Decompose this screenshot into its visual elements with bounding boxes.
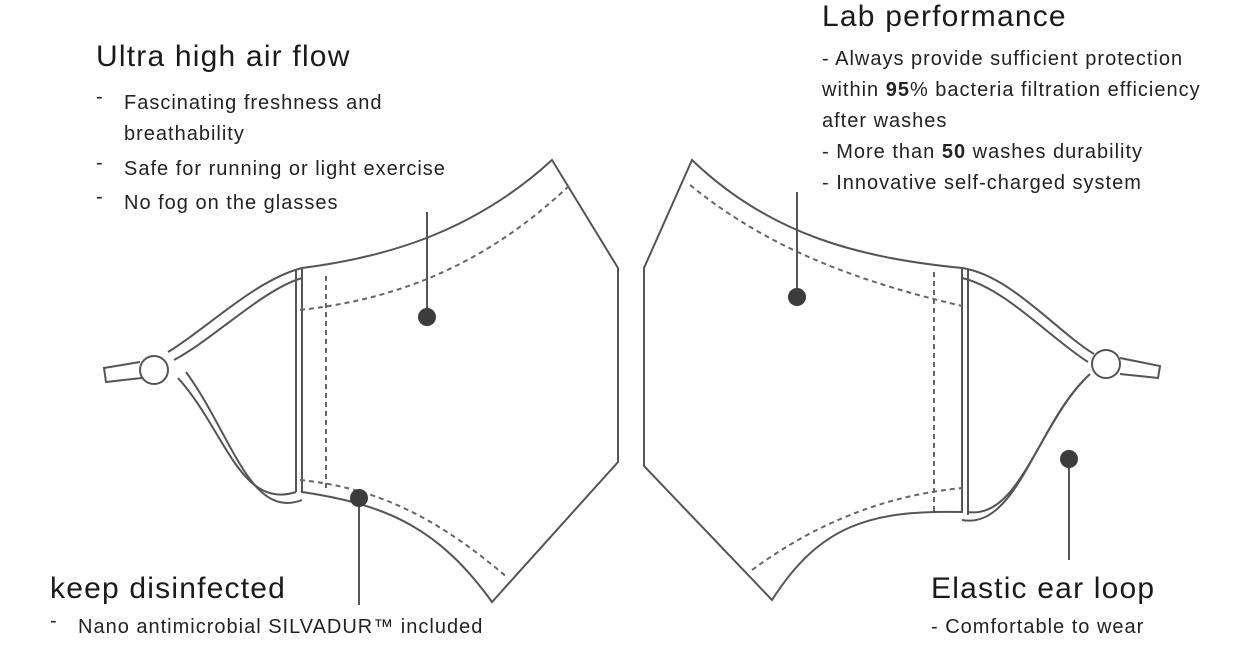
right-strap-end	[1119, 357, 1162, 380]
annotation-item: - Innovative self-charged system	[822, 172, 1142, 194]
left-ear-loop-lower-inner	[185, 371, 303, 504]
annotation-item: -Safe for running or light exercise	[96, 152, 446, 180]
callout-dot-disinfected	[350, 489, 368, 507]
annotation-title: Lab performance	[822, 0, 1067, 33]
annotation-ear-loop: Elastic ear loop - Comfortable to wear	[931, 572, 1251, 643]
annotation-item: -Nano antimicrobial SILVADUR™ included	[50, 610, 484, 638]
right-ear-loop-outer	[961, 267, 1095, 355]
annotation-item: - Comfortable to wear	[931, 616, 1145, 638]
callout-disinfected	[350, 489, 368, 605]
left-mask-outline	[301, 158, 619, 604]
callout-dot-lab-performance	[788, 288, 806, 306]
right-mask	[643, 158, 1162, 602]
left-adjuster-toggle	[139, 355, 169, 385]
annotation-disinfected: keep disinfected -Nano antimicrobial SIL…	[50, 572, 570, 643]
callout-dot-ear-loop	[1060, 450, 1078, 468]
annotation-item: - More than 50 washes durability	[822, 141, 1144, 163]
left-mask-stitching	[299, 184, 571, 579]
callout-air-flow	[418, 212, 436, 326]
annotation-item: after washes	[822, 110, 948, 132]
left-ear-loop-outer	[167, 267, 303, 353]
annotation-title: Ultra high air flow	[96, 40, 351, 73]
annotation-air-flow: Ultra high air flow -Fascinating freshne…	[96, 40, 516, 219]
annotation-item: within 95% bacteria filtration efficienc…	[822, 79, 1201, 101]
right-mask-outline	[643, 158, 963, 602]
left-ear-loop-lower-outer	[177, 377, 297, 496]
callout-dot-air-flow	[418, 308, 436, 326]
right-ear-loop-lower-inner	[961, 379, 1085, 522]
right-ear-loop-inner	[961, 277, 1089, 363]
left-ear-loop-inner	[173, 277, 303, 361]
left-strap-end	[102, 361, 143, 384]
annotation-lab-performance: Lab performance - Always provide suffici…	[822, 0, 1258, 199]
annotation-item: - Always provide sufficient protection	[822, 48, 1184, 70]
callout-ear-loop	[1060, 450, 1078, 560]
annotation-item: -No fog on the glasses	[96, 186, 339, 214]
annotation-title: keep disinfected	[50, 572, 287, 605]
annotation-title: Elastic ear loop	[931, 572, 1156, 605]
right-mask-stitching	[689, 184, 963, 571]
annotation-item: -Fascinating freshness and breathability	[96, 86, 383, 145]
callout-lab-performance	[788, 192, 806, 306]
right-adjuster-toggle	[1091, 349, 1121, 379]
left-mask	[102, 158, 619, 604]
